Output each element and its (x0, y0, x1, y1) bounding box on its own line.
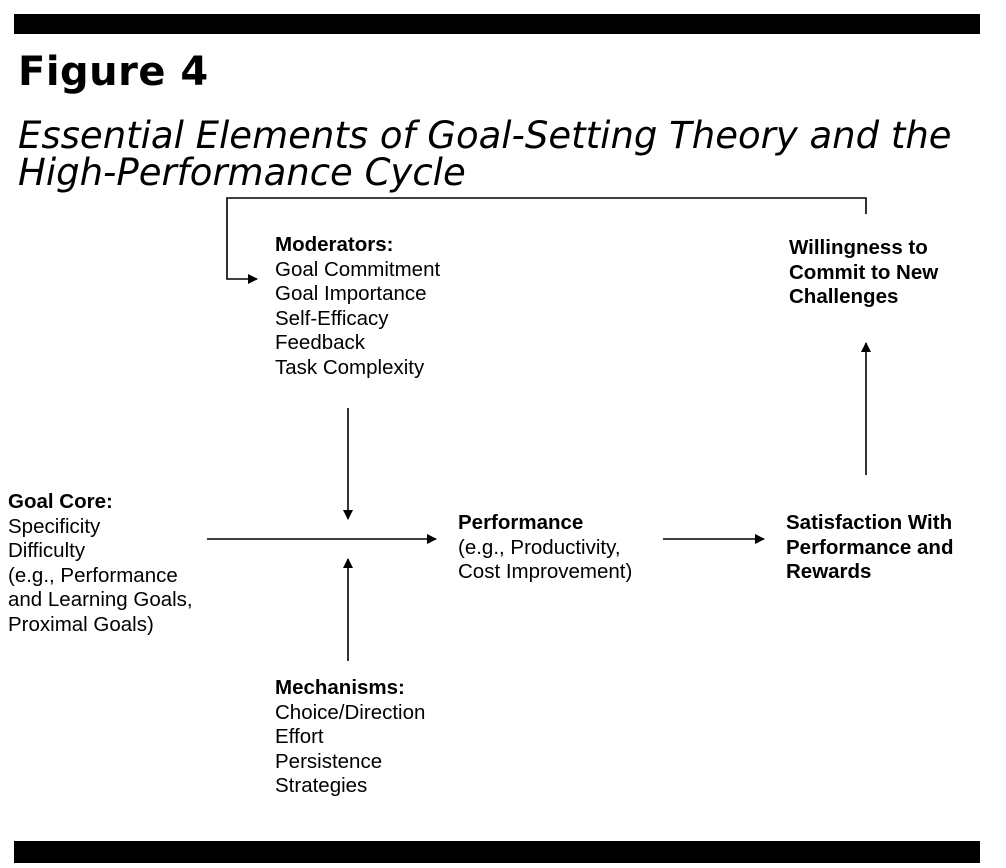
performance-box: Performance (e.g., Productivity, Cost Im… (458, 511, 632, 585)
moderator-item: Self-Efficacy (275, 306, 389, 330)
mechanisms-box: Mechanisms: Choice/Direction Effort Pers… (275, 676, 425, 799)
performance-item: Cost Improvement) (458, 560, 633, 583)
willingness-box: Willingness to Commit to New Challenges (789, 236, 938, 310)
moderators-heading: Moderators: (275, 233, 394, 256)
mechanism-item: Choice/Direction (275, 700, 426, 724)
figure-title-line: Essential Elements of Goal-Setting Theor… (18, 113, 952, 157)
bottom-rule (14, 841, 980, 863)
moderator-item: Feedback (275, 331, 366, 354)
goal-core-heading: Goal Core: (8, 490, 113, 513)
moderators-box: Moderators: Goal Commitment Goal Importa… (275, 233, 440, 380)
mechanism-item: Strategies (275, 774, 368, 797)
goal-core-item: (e.g., Performance (8, 563, 178, 587)
figure-label: Figure 4 (18, 49, 209, 95)
goal-core-box: Goal Core: Specificity Difficulty (e.g.,… (8, 490, 193, 637)
willingness-line: Willingness to (789, 236, 928, 259)
moderator-item: Task Complexity (275, 355, 425, 379)
moderator-item: Goal Importance (275, 282, 427, 305)
mechanism-item: Persistence (275, 749, 383, 773)
figure-title-line: High-Performance Cycle (18, 150, 466, 194)
goal-core-item: Proximal Goals) (8, 612, 154, 636)
goal-core-item: Difficulty (8, 539, 86, 562)
willingness-line: Commit to New (789, 260, 939, 284)
performance-heading: Performance (458, 511, 584, 534)
satisfaction-line: Performance and (786, 535, 954, 559)
feedback-loop-arrow (226, 197, 867, 284)
mechanisms-heading: Mechanisms: (275, 676, 405, 699)
willingness-line: Challenges (789, 285, 899, 308)
performance-item: (e.g., Productivity, (458, 535, 621, 559)
goal-core-item: and Learning Goals, (8, 588, 193, 611)
figure-title: Essential Elements of Goal-Setting Theor… (18, 117, 958, 191)
top-rule (14, 14, 980, 34)
satisfaction-box: Satisfaction With Performance and Reward… (786, 511, 953, 585)
satisfaction-line: Rewards (786, 560, 872, 583)
mechanism-item: Effort (275, 725, 324, 748)
moderator-item: Goal Commitment (275, 257, 441, 281)
goal-core-item: Specificity (8, 514, 101, 538)
satisfaction-line: Satisfaction With (786, 511, 953, 534)
